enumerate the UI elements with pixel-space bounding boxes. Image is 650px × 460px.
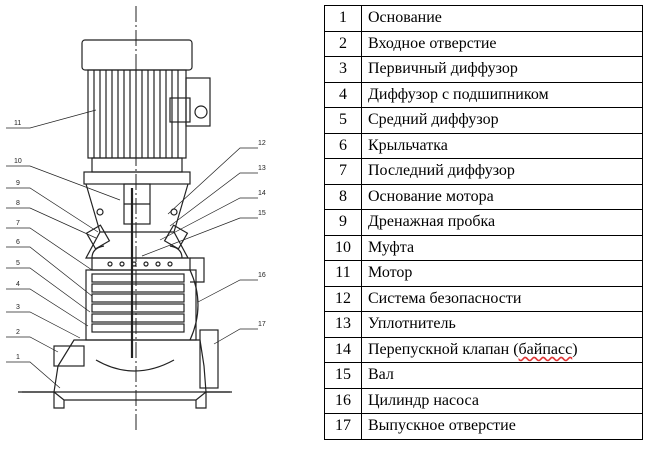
pump-cross-section-drawing: 1 2 3 4 5 6 7 8 9 10 11 12 13 14 15 16 1… xyxy=(6,6,266,430)
part-number: 1 xyxy=(324,5,362,32)
part-name: Последний диффузор xyxy=(361,158,643,185)
part-number: 13 xyxy=(324,311,362,338)
part-name-main: Перепускной клапан ( xyxy=(368,340,519,358)
part-number: 9 xyxy=(324,209,362,236)
part-name: Уплотнитель xyxy=(361,311,643,338)
part-name: Первичный диффузор xyxy=(361,56,643,83)
part-name: Перепускной клапан (байпасс) xyxy=(361,336,643,363)
callout-15: 15 xyxy=(258,210,266,217)
part-number: 10 xyxy=(324,234,362,261)
part-number: 7 xyxy=(324,158,362,185)
callout-4: 4 xyxy=(16,281,20,288)
part-number: 14 xyxy=(324,336,362,363)
callout-2: 2 xyxy=(16,329,20,336)
part-number: 16 xyxy=(324,387,362,414)
motor-body xyxy=(81,39,211,185)
callout-3: 3 xyxy=(16,304,20,311)
callout-14: 14 xyxy=(258,190,266,197)
callout-1: 1 xyxy=(16,354,20,361)
part-number: 5 xyxy=(324,107,362,134)
part-name: Выпускное отверстие xyxy=(361,413,643,440)
part-number: 4 xyxy=(324,81,362,108)
motor-stand xyxy=(85,183,189,250)
callout-12: 12 xyxy=(258,140,266,147)
part-number: 6 xyxy=(324,132,362,159)
callout-5: 5 xyxy=(16,260,20,267)
part-name: Вал xyxy=(361,362,643,389)
callout-16: 16 xyxy=(258,272,266,279)
part-number: 3 xyxy=(324,56,362,83)
part-number: 12 xyxy=(324,285,362,312)
part-name: Цилиндр насоса xyxy=(361,387,643,414)
part-number: 15 xyxy=(324,362,362,389)
part-name: Средний диффузор xyxy=(361,107,643,134)
callout-6: 6 xyxy=(16,239,20,246)
part-name: Основание xyxy=(361,5,643,32)
part-number: 11 xyxy=(324,260,362,287)
callout-7: 7 xyxy=(16,220,20,227)
part-name: Мотор xyxy=(361,260,643,287)
callout-leaders xyxy=(6,109,258,389)
part-name: Крыльчатка xyxy=(361,132,643,159)
spellcheck-marked-word: байпасс xyxy=(518,340,573,358)
part-name-tail: ) xyxy=(572,340,578,358)
callout-9: 9 xyxy=(16,180,20,187)
part-name: Дренажная пробка xyxy=(361,209,643,236)
callout-8: 8 xyxy=(16,200,20,207)
part-number: 17 xyxy=(324,413,362,440)
callout-11: 11 xyxy=(14,120,21,127)
diffuser-stages xyxy=(85,269,199,341)
part-name: Входное отверстие xyxy=(361,30,643,57)
pump-base xyxy=(18,329,232,409)
part-name: Система безопасности xyxy=(361,285,643,312)
callout-10: 10 xyxy=(14,158,22,165)
part-number: 8 xyxy=(324,183,362,210)
part-number: 2 xyxy=(324,30,362,57)
callout-13: 13 xyxy=(258,165,266,172)
part-name: Муфта xyxy=(361,234,643,261)
callout-17: 17 xyxy=(258,321,266,328)
part-name: Основание мотора xyxy=(361,183,643,210)
part-name: Диффузор с подшипником xyxy=(361,81,643,108)
